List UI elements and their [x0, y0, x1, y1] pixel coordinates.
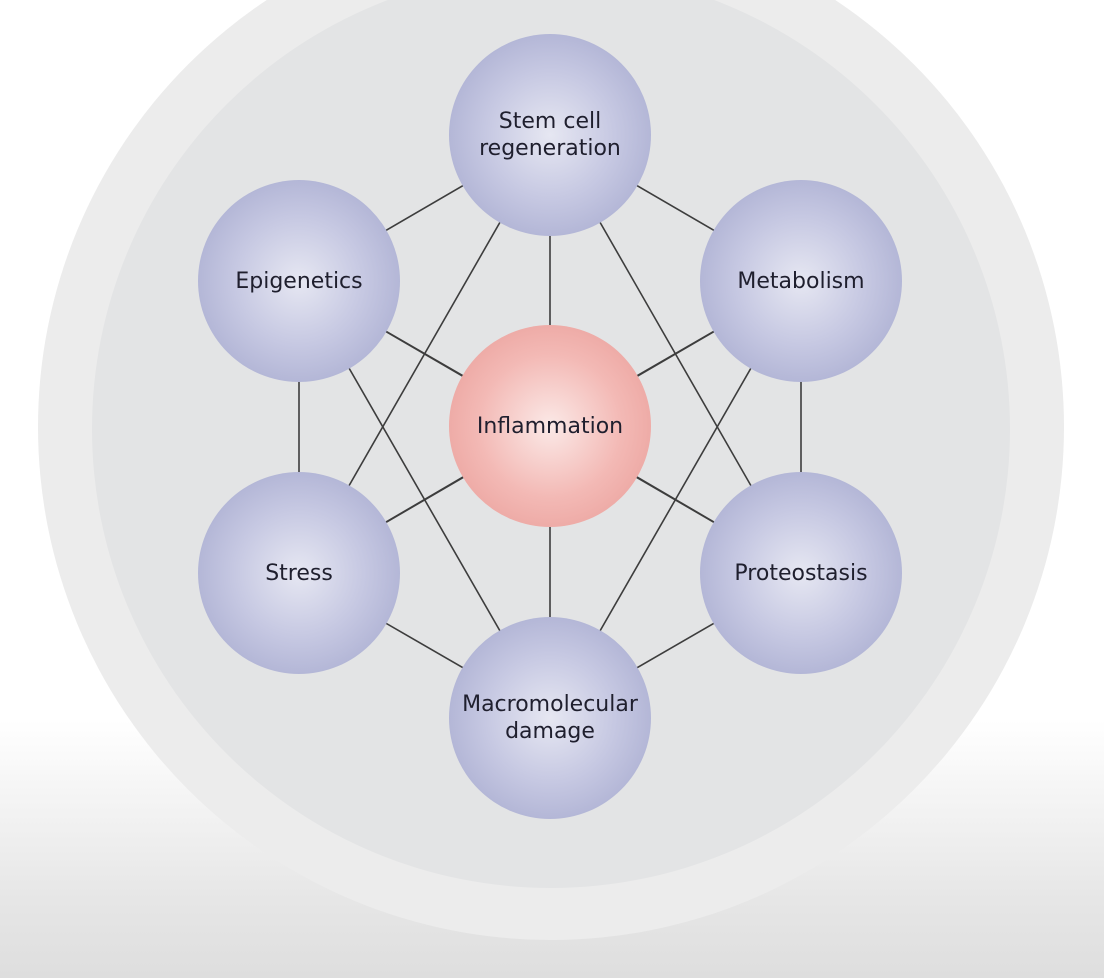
node-proteostasis: Proteostasis: [700, 472, 902, 674]
node-stress: Stress: [198, 472, 400, 674]
node-inflammation: Inflammation: [449, 325, 651, 527]
node-epigenetics: Epigenetics: [198, 180, 400, 382]
node-macromolecular-damage: Macromolecular damage: [449, 617, 651, 819]
node-metabolism: Metabolism: [700, 180, 902, 382]
node-stem-cell-regeneration: Stem cell regeneration: [449, 34, 651, 236]
